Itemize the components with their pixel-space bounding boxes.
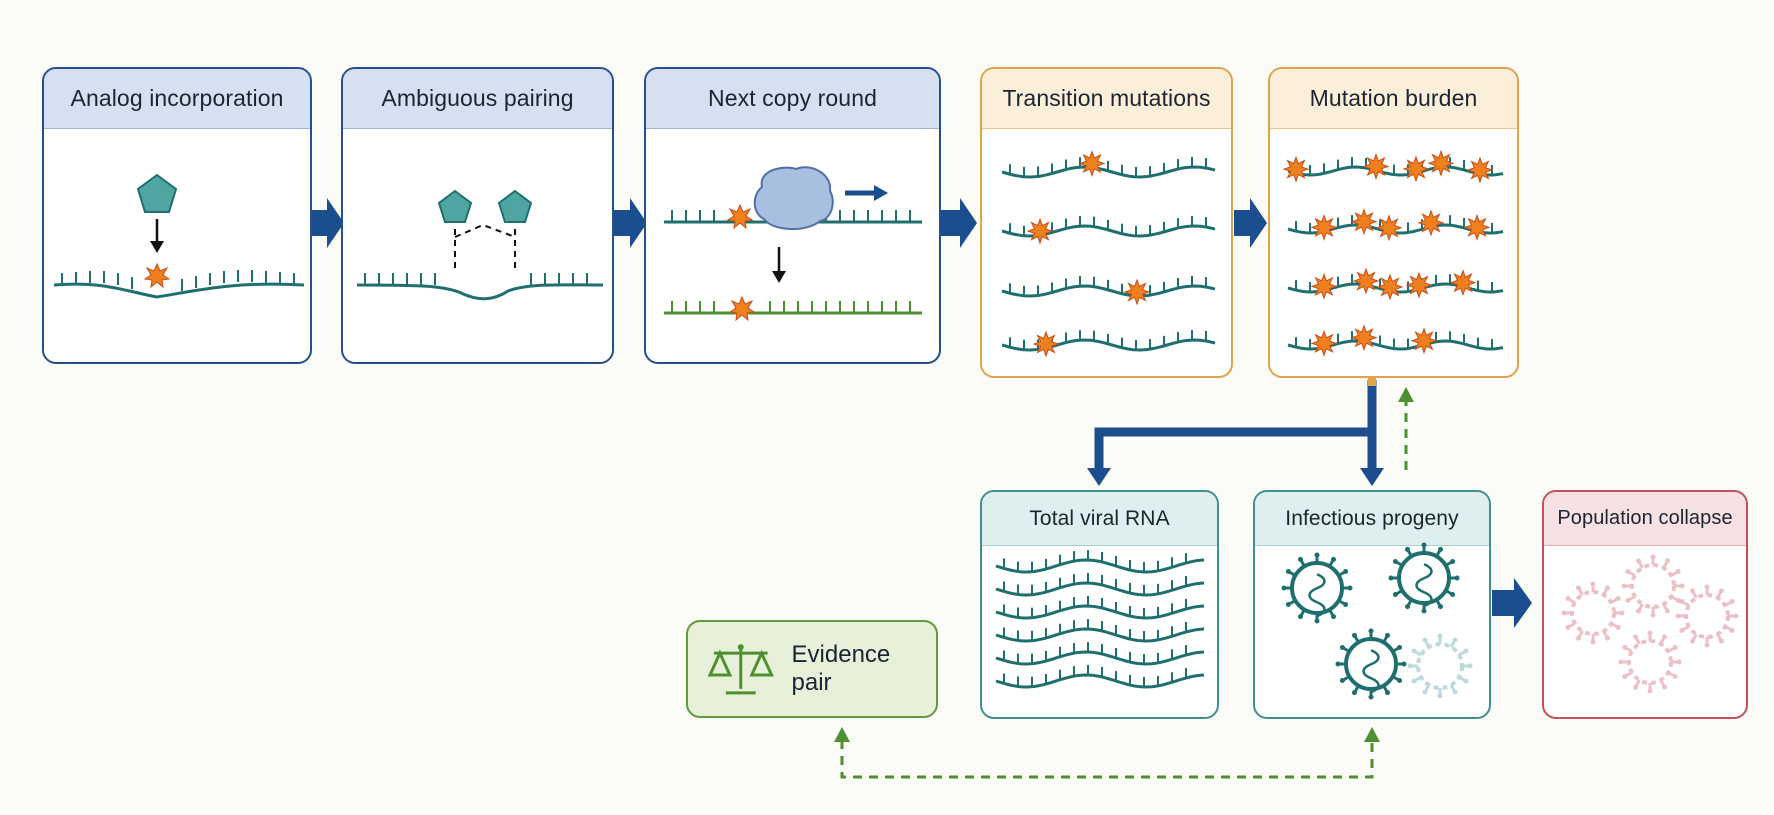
mutation-star-icon [1032,330,1060,358]
analog-nucleotide-icon [136,173,178,213]
flow-arrow-4 [1234,198,1267,248]
analog-nucleotide-icon [437,189,473,223]
panel-population-collapse: Population collapse [1542,490,1748,719]
panel-title: Population collapse [1544,492,1746,546]
flow-arrow-2 [614,198,647,248]
rna-strand [995,581,1205,597]
rna-strand [995,627,1205,643]
mutation-star-icon [1362,152,1390,180]
mutation-star-icon [1350,324,1378,352]
analog-incorporation-illustration [53,173,305,299]
mutation-star-icon [1376,273,1404,301]
flow-arrow-5 [1492,578,1532,628]
branch-connector [1094,380,1377,470]
panel-title: Ambiguous pairing [343,69,612,129]
ambiguous-pair-dashed-link [454,223,516,272]
rna-strand [356,283,604,301]
defective-virion-icon [1675,584,1739,648]
mutation-burden-illustration [1282,149,1504,357]
defective-virion-icon [1621,554,1685,618]
polymerase-icon [753,166,834,231]
mutation-star-icon [1310,329,1338,357]
rna-strand [1287,165,1504,177]
rna-strand [1001,284,1216,298]
mutation-star-icon [1078,149,1106,177]
flow-arrow-1 [311,198,344,248]
rna-strand [1001,165,1216,179]
mutation-star-icon [1282,155,1310,183]
analog-nucleotide-icon [497,189,533,223]
mutation-star-icon [1466,156,1494,184]
defective-virion-icon [1618,630,1682,694]
evidence-pair-box: Evidence pair [686,620,938,718]
flow-arrow-3 [940,198,977,248]
rna-strand [1001,338,1216,352]
rna-strand [995,604,1205,620]
rna-strand [995,673,1205,689]
panel-title: Transition mutations [982,69,1231,129]
mutation-star-icon [728,295,756,322]
next-copy-round-illustration [664,166,922,322]
panel-mutation-burden: Mutation burden [1268,67,1519,378]
virion-icon [1281,552,1353,624]
panel-ambiguous-pairing: Ambiguous pairing [341,67,614,364]
defective-virion-icon [1561,581,1625,645]
mutation-star-icon [1463,213,1491,241]
panel-title: Analog incorporation [44,69,310,129]
mutation-star-icon [1410,327,1438,355]
arrowhead-infectious [1360,468,1384,486]
panel-title: Infectious progeny [1255,492,1489,546]
ambiguous-pairing-illustration [356,189,604,301]
mutation-star-icon [143,262,171,289]
mutation-star-icon [1026,217,1054,245]
panel-total-viral-rna: Total viral RNA [980,490,1219,719]
transition-mutations-illustration [1001,149,1216,358]
mutation-star-icon [1405,271,1433,299]
mutation-star-icon [1427,149,1455,177]
panel-title: Total viral RNA [982,492,1217,546]
mutation-star-icon [1352,267,1380,295]
total-viral-rna-illustration [995,550,1205,689]
mutation-star-icon [1350,208,1378,236]
mutation-star-icon [1402,155,1430,183]
mutation-star-icon [1123,278,1151,306]
mutation-star-icon [1375,214,1403,242]
panel-analog-incorporation: Analog incorporation [42,67,312,364]
virion-icon [1388,542,1460,614]
mutation-star-icon [1417,209,1445,237]
panel-title: Mutation burden [1270,69,1517,129]
virion-icon [1335,628,1407,700]
rna-strand [53,282,305,299]
rna-strand [995,650,1205,666]
balance-scale-icon [707,644,774,695]
evidence-dashed-link [840,740,1374,779]
panel-infectious-progeny: Infectious progeny [1253,490,1491,719]
arrowhead-total-rna [1087,468,1111,486]
mutation-star-icon [1449,269,1477,297]
panel-title: Next copy round [646,69,939,129]
mutation-star-icon [1310,272,1338,300]
panel-next-copy-round: Next copy round [644,67,941,364]
evidence-pair-label: Evidence pair [791,641,891,696]
population-collapse-illustration [1561,554,1739,694]
rna-strand [995,558,1205,574]
mutation-star-icon [1310,213,1338,241]
infectious-progeny-illustration [1281,542,1473,700]
defective-virion-icon [1407,633,1473,699]
panel-transition-mutations: Transition mutations [980,67,1233,378]
mutation-star-icon [726,203,754,230]
